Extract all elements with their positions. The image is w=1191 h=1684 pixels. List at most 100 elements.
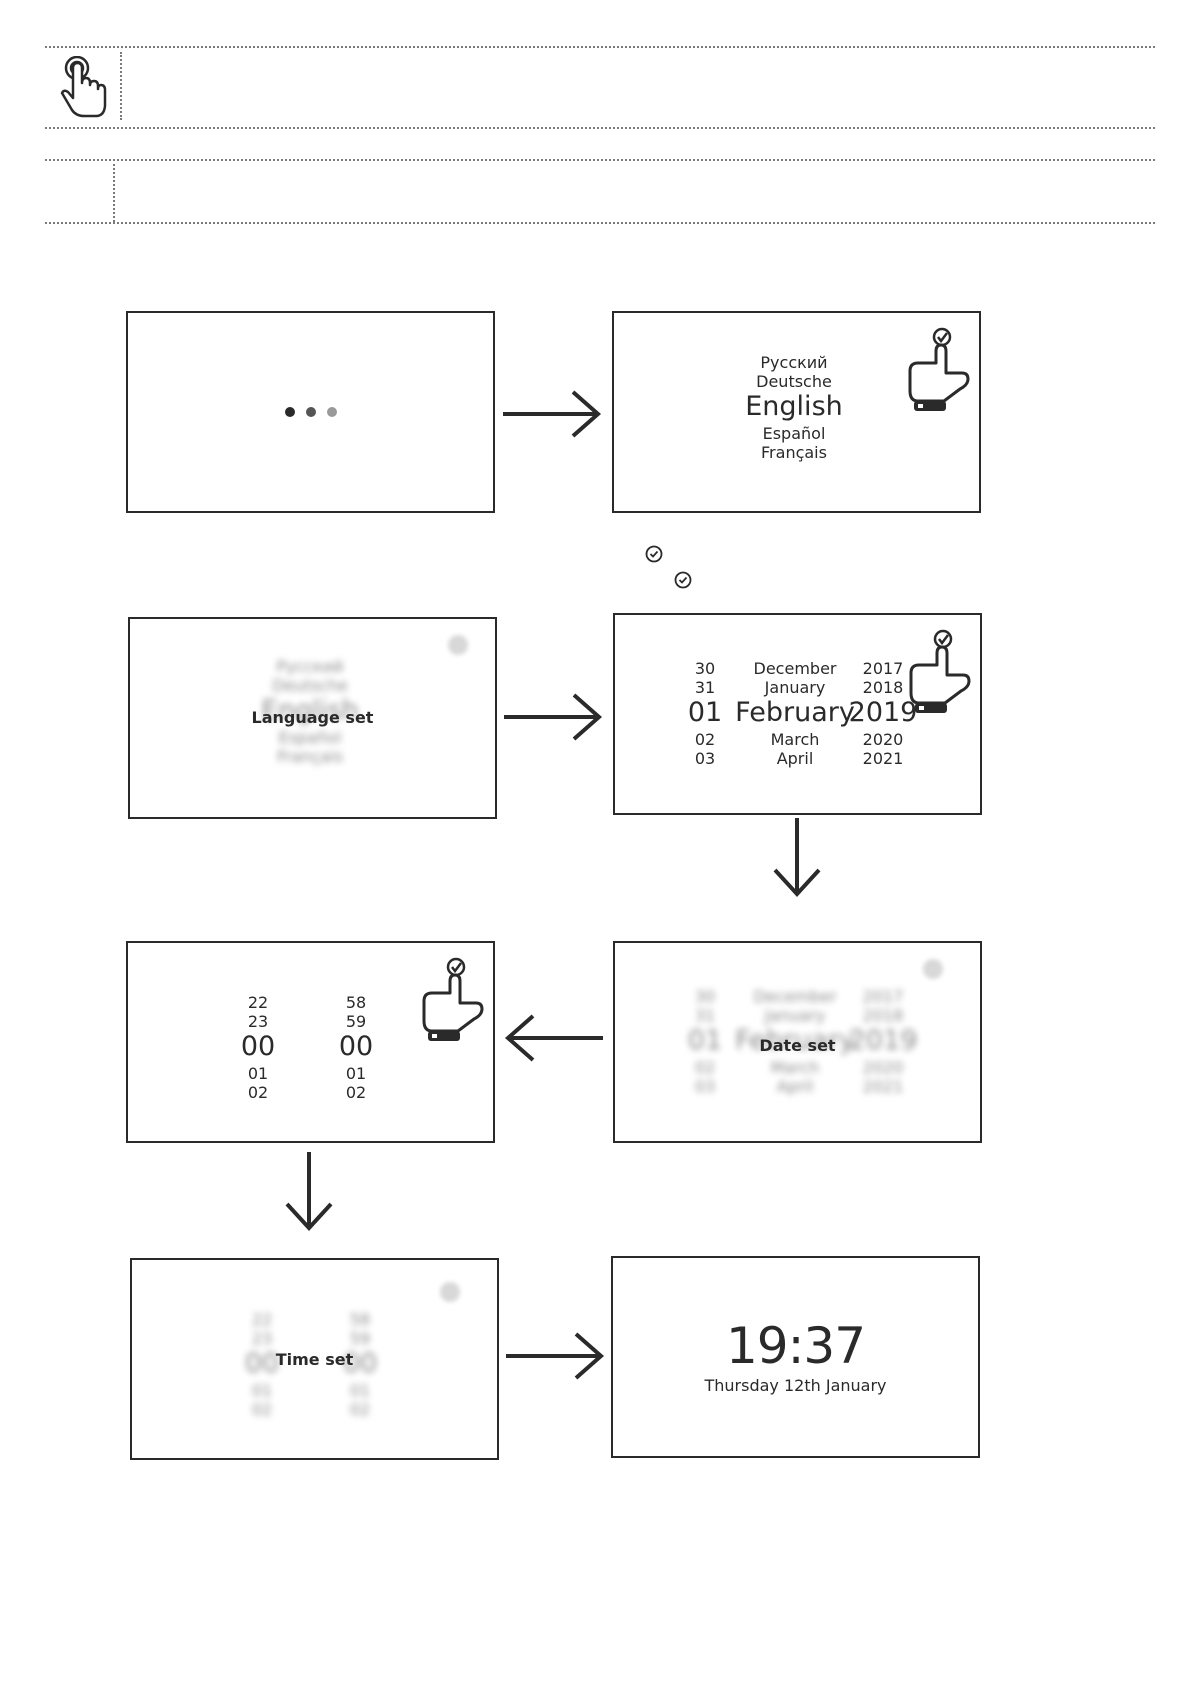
year-option-selected[interactable]: 2019 — [848, 697, 918, 729]
blurred-day-column: 30 31 01 02 03 — [675, 987, 735, 1096]
minute-option[interactable]: 59 — [345, 1012, 367, 1032]
blurred-option: Русский — [276, 657, 344, 676]
blurred-option: April — [776, 1076, 814, 1096]
minute-option[interactable]: 02 — [345, 1082, 367, 1102]
month-option[interactable]: January — [764, 678, 826, 698]
blurred-option: December — [753, 987, 837, 1006]
header-top-border — [45, 46, 1155, 48]
month-option[interactable]: April — [776, 748, 814, 768]
loading-dot-2 — [306, 407, 316, 417]
screen-home-clock: 19:37 Thursday 12th January — [611, 1256, 980, 1458]
hand-pointer-icon — [909, 629, 971, 713]
screen-time-select: 22 23 00 01 02 58 59 00 01 02 — [126, 941, 495, 1143]
arrow-right-icon — [503, 390, 602, 438]
language-option[interactable]: Français — [761, 442, 827, 462]
day-option-selected[interactable]: 01 — [687, 697, 723, 729]
year-option[interactable]: 2018 — [862, 678, 904, 698]
blurred-language-list: Русский Deutsche English Español Françai… — [210, 657, 410, 766]
clock-time: 19:37 — [725, 1317, 866, 1375]
blurred-option: Español — [278, 727, 342, 747]
screen-language-set: Русский Deutsche English Español Françai… — [128, 617, 497, 819]
hour-option[interactable]: 01 — [247, 1063, 269, 1083]
check-circle-icon — [645, 545, 663, 563]
blurred-option: March — [770, 1057, 820, 1077]
blurred-option: 22 — [251, 1310, 273, 1329]
language-option[interactable]: Русский — [760, 353, 828, 372]
arrow-right-icon — [504, 693, 603, 741]
language-option[interactable]: Español — [762, 423, 826, 443]
language-option[interactable]: Deutsche — [756, 372, 832, 392]
hour-column: 22 23 00 01 02 — [228, 993, 288, 1102]
faded-check-icon — [440, 1282, 460, 1302]
blurred-option: January — [764, 1006, 826, 1026]
blurred-option: 2018 — [862, 1006, 904, 1026]
year-option[interactable]: 2020 — [862, 729, 904, 749]
blurred-option: 01 — [251, 1380, 273, 1400]
screen-date-set: 30 31 01 02 03 December January February… — [613, 941, 982, 1143]
month-option-selected[interactable]: February — [735, 697, 855, 729]
arrow-down-icon — [773, 818, 821, 897]
header-lower-divider — [113, 164, 115, 222]
arrow-right-icon — [506, 1332, 605, 1380]
year-column: 2017 2018 2019 2020 2021 — [843, 659, 923, 768]
blurred-option: 00 — [342, 1348, 378, 1380]
blurred-option: 2021 — [862, 1076, 904, 1096]
language-option-selected[interactable]: English — [745, 391, 843, 423]
day-option[interactable]: 31 — [694, 678, 716, 698]
header-lower-bottom-border — [45, 222, 1155, 224]
blurred-option: 31 — [694, 1006, 716, 1026]
tap-hand-icon — [60, 56, 107, 118]
day-option[interactable]: 02 — [694, 729, 716, 749]
blurred-option: 02 — [251, 1399, 273, 1419]
arrow-down-icon — [285, 1152, 333, 1231]
day-column: 30 31 01 02 03 — [675, 659, 735, 768]
screen-language-select: Русский Deutsche English Español Françai… — [612, 311, 981, 513]
hour-option[interactable]: 23 — [247, 1012, 269, 1032]
blurred-option: 01 — [349, 1380, 371, 1400]
check-circle-icon — [674, 571, 692, 589]
time-set-label: Time set — [275, 1350, 354, 1369]
clock-display: 19:37 Thursday 12th January — [613, 1316, 978, 1395]
loading-dot-3 — [327, 407, 337, 417]
screen-date-select: 30 31 01 02 03 December January February… — [613, 613, 982, 815]
minute-option[interactable]: 58 — [345, 993, 367, 1012]
month-option[interactable]: March — [770, 729, 820, 749]
month-column: December January February March April — [725, 659, 865, 768]
blurred-year-column: 2017 2018 2019 2020 2021 — [843, 987, 923, 1096]
blurred-option: 59 — [349, 1329, 371, 1349]
blurred-option: 01 — [687, 1025, 723, 1057]
header-lower-top-border — [45, 159, 1155, 161]
minute-option-selected[interactable]: 00 — [338, 1031, 374, 1063]
year-option[interactable]: 2017 — [862, 659, 904, 678]
year-option[interactable]: 2021 — [862, 748, 904, 768]
hour-option[interactable]: 02 — [247, 1082, 269, 1102]
blurred-option: 02 — [349, 1399, 371, 1419]
day-option[interactable]: 30 — [694, 659, 716, 678]
header-middle-border — [45, 127, 1155, 129]
blurred-option: 2020 — [862, 1057, 904, 1077]
language-list: Русский Deutsche English Español Françai… — [694, 353, 894, 462]
language-set-label: Language set — [251, 708, 374, 727]
blurred-option: 2017 — [862, 987, 904, 1006]
blurred-option: 02 — [694, 1057, 716, 1077]
blurred-minute-column: 58 59 00 01 02 — [330, 1310, 390, 1419]
month-option[interactable]: December — [753, 659, 837, 678]
blurred-option: 30 — [694, 987, 716, 1006]
screen-loading — [126, 311, 495, 513]
blurred-option: Français — [277, 746, 343, 766]
date-set-label: Date set — [759, 1036, 836, 1055]
blurred-option: English — [261, 695, 359, 727]
blurred-option: February — [735, 1025, 855, 1057]
minute-column: 58 59 00 01 02 — [326, 993, 386, 1102]
day-option[interactable]: 03 — [694, 748, 716, 768]
hour-option[interactable]: 22 — [247, 993, 269, 1012]
minute-option[interactable]: 01 — [345, 1063, 367, 1083]
blurred-option: Deutsche — [272, 676, 348, 696]
blurred-month-column: December January February March April — [725, 987, 865, 1096]
blurred-option: 00 — [244, 1348, 280, 1380]
blurred-option: 58 — [349, 1310, 371, 1329]
blurred-option: 03 — [694, 1076, 716, 1096]
hour-option-selected[interactable]: 00 — [240, 1031, 276, 1063]
blurred-hour-column: 22 23 00 01 02 — [232, 1310, 292, 1419]
faded-check-icon — [448, 635, 468, 655]
